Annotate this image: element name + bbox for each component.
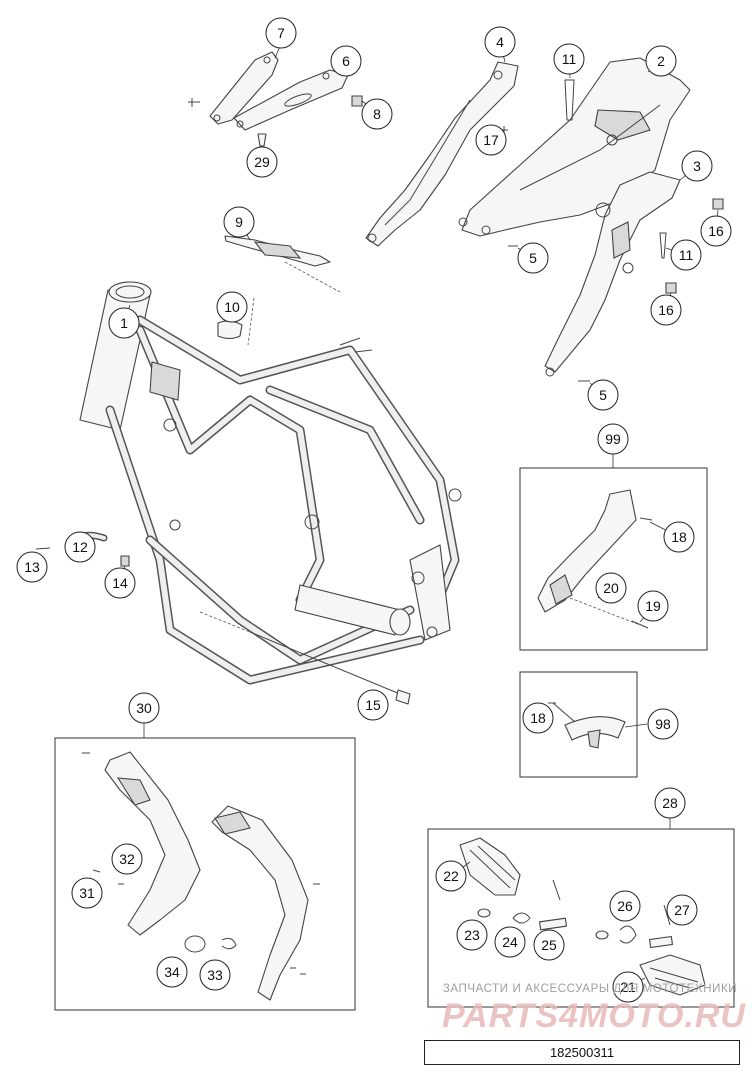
callout-12: 12 xyxy=(64,531,96,563)
callout-10: 10 xyxy=(216,291,248,323)
svg-text:16: 16 xyxy=(708,223,724,239)
rear-strut xyxy=(508,171,724,382)
callout-98: 98 xyxy=(647,708,679,740)
callout-7: 7 xyxy=(265,17,297,49)
svg-text:16: 16 xyxy=(658,302,674,318)
svg-text:5: 5 xyxy=(599,387,607,403)
subframe-left xyxy=(365,61,519,247)
svg-text:14: 14 xyxy=(112,575,128,591)
callout-24: 24 xyxy=(494,926,526,958)
svg-text:26: 26 xyxy=(617,898,633,914)
svg-text:30: 30 xyxy=(136,700,152,716)
callout-2: 2 xyxy=(645,45,677,77)
svg-text:17: 17 xyxy=(483,132,499,148)
callout-25: 25 xyxy=(533,929,565,961)
svg-text:20: 20 xyxy=(603,580,619,596)
callout-28: 28 xyxy=(654,787,686,819)
brand-watermark: PARTS4MOTO.RU xyxy=(442,997,746,1035)
callouts: 1 2 3 4 5 5 6 7 8 9 10 11 11 12 13 14 15… xyxy=(16,17,732,1003)
svg-text:99: 99 xyxy=(605,431,621,447)
svg-text:98: 98 xyxy=(655,716,671,732)
box-28 xyxy=(427,828,735,1008)
callout-16-b: 16 xyxy=(650,294,682,326)
callout-11-a: 11 xyxy=(553,43,585,75)
svg-text:3: 3 xyxy=(693,158,701,174)
svg-text:18: 18 xyxy=(671,529,687,545)
callout-5-a: 5 xyxy=(517,242,549,274)
callout-21: 21 xyxy=(612,971,644,1003)
svg-text:22: 22 xyxy=(443,868,459,884)
svg-text:24: 24 xyxy=(502,934,518,950)
callout-15: 15 xyxy=(357,689,389,721)
callout-1: 1 xyxy=(108,307,140,339)
svg-text:4: 4 xyxy=(496,34,504,50)
rear-frame xyxy=(458,57,691,237)
bracket-part xyxy=(224,235,341,293)
svg-text:33: 33 xyxy=(207,967,223,983)
svg-text:29: 29 xyxy=(254,154,270,170)
callout-20: 20 xyxy=(595,572,627,604)
svg-text:34: 34 xyxy=(164,964,180,980)
box-99 xyxy=(519,467,708,651)
callout-99: 99 xyxy=(597,423,629,455)
svg-text:31: 31 xyxy=(79,885,95,901)
svg-text:10: 10 xyxy=(224,299,240,315)
callout-8: 8 xyxy=(361,98,393,130)
svg-text:19: 19 xyxy=(645,598,661,614)
svg-text:1: 1 xyxy=(120,315,128,331)
svg-text:27: 27 xyxy=(674,902,690,918)
svg-text:18: 18 xyxy=(530,710,546,726)
callout-6: 6 xyxy=(330,45,362,77)
svg-text:12: 12 xyxy=(72,539,88,555)
callout-3: 3 xyxy=(681,150,713,182)
svg-text:11: 11 xyxy=(562,51,577,67)
callout-14: 14 xyxy=(104,567,136,599)
svg-text:23: 23 xyxy=(464,927,480,943)
callout-16-a: 16 xyxy=(700,215,732,247)
callout-32: 32 xyxy=(111,843,143,875)
svg-text:5: 5 xyxy=(529,250,537,266)
callout-18-a: 18 xyxy=(663,521,695,553)
svg-text:13: 13 xyxy=(24,559,40,575)
callout-4: 4 xyxy=(484,26,516,58)
callout-17: 17 xyxy=(475,124,507,156)
watermark-text: ЗАПЧАСТИ И АКСЕССУАРЫ ДЛЯ МОТОТЕХНИКИ xyxy=(442,983,738,995)
callout-26: 26 xyxy=(609,890,641,922)
svg-text:6: 6 xyxy=(342,53,350,69)
svg-text:9: 9 xyxy=(235,214,243,230)
svg-text:11: 11 xyxy=(679,247,694,263)
svg-text:8: 8 xyxy=(373,106,381,122)
callout-33: 33 xyxy=(199,959,231,991)
callout-19: 19 xyxy=(637,590,669,622)
svg-text:2: 2 xyxy=(657,53,665,69)
document-number-box: 182500311 xyxy=(424,1040,740,1065)
callout-9: 9 xyxy=(223,206,255,238)
svg-text:7: 7 xyxy=(277,25,285,41)
box-30 xyxy=(54,737,356,1011)
callout-11-b: 11 xyxy=(670,239,702,271)
callout-23: 23 xyxy=(456,919,488,951)
callout-13: 13 xyxy=(16,551,48,583)
svg-text:28: 28 xyxy=(662,795,678,811)
callout-22: 22 xyxy=(435,860,467,892)
callout-30: 30 xyxy=(128,692,160,724)
callout-5-b: 5 xyxy=(587,379,619,411)
callout-29: 29 xyxy=(246,146,278,178)
box-98 xyxy=(519,671,638,778)
callout-34: 34 xyxy=(156,956,188,988)
svg-text:15: 15 xyxy=(365,697,381,713)
main-frame xyxy=(79,281,462,685)
upper-brackets xyxy=(188,51,363,147)
callout-18-b: 18 xyxy=(522,702,554,734)
document-number: 182500311 xyxy=(549,1045,615,1060)
svg-text:32: 32 xyxy=(119,851,135,867)
callout-27: 27 xyxy=(666,894,698,926)
svg-text:25: 25 xyxy=(541,937,557,953)
callout-31: 31 xyxy=(71,877,103,909)
svg-text:21: 21 xyxy=(620,979,636,995)
